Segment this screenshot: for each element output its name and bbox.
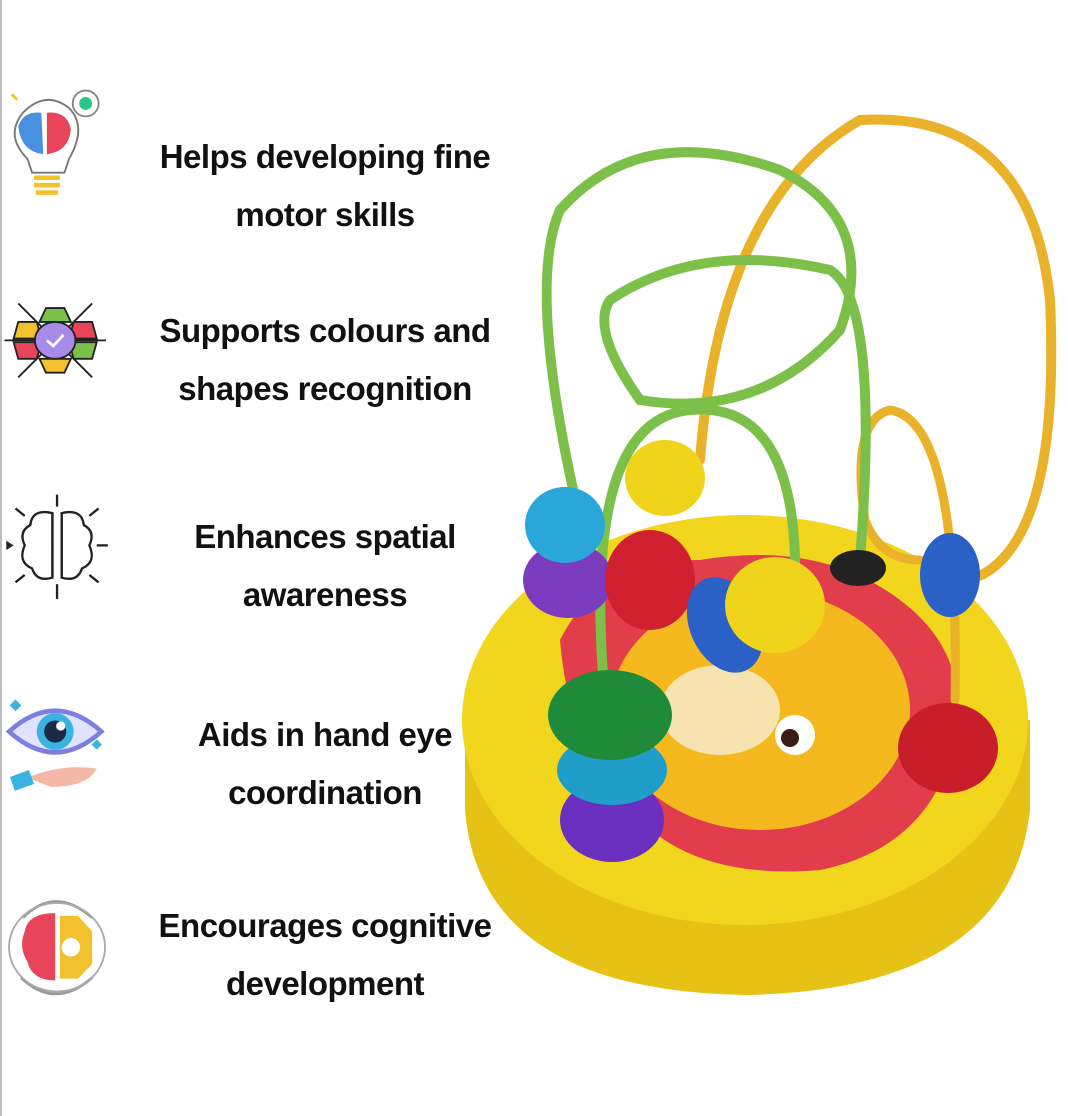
feature-text: development	[225, 965, 425, 1002]
feature-3: Enhances spatial awareness	[130, 508, 520, 624]
feature-1: Helps developing fine motor skills	[130, 128, 520, 244]
beads	[523, 440, 998, 862]
left-border	[0, 0, 2, 1116]
lightbulb-brain-icon	[10, 89, 100, 195]
feature-text: motor skills	[235, 196, 415, 233]
feature-text: Enhances spatial	[194, 518, 456, 555]
eye-hand-icon	[5, 699, 105, 791]
feature-text: coordination	[228, 774, 422, 811]
feature-5: Encourages cognitive development	[130, 897, 520, 1013]
feature-text: Helps developing fine	[159, 138, 491, 175]
feature-4: Aids in hand eye coordination	[130, 706, 520, 822]
colour-hexagons-icon	[4, 302, 106, 378]
feature-text: awareness	[242, 576, 408, 613]
feature-text: shapes recognition	[178, 370, 472, 407]
feature-text: Encourages cognitive	[158, 907, 492, 944]
bead-maze-toy-image	[462, 114, 1057, 995]
brain-gear-cycle-icon	[8, 900, 106, 996]
feature-text: Supports colours and	[159, 312, 491, 349]
feature-2: Supports colours and shapes recognition	[130, 302, 520, 418]
green-wire	[541, 147, 871, 605]
brain-arrows-icon	[6, 494, 108, 599]
feature-text: Aids in hand eye	[197, 716, 453, 753]
yellow-wire	[695, 114, 1057, 585]
